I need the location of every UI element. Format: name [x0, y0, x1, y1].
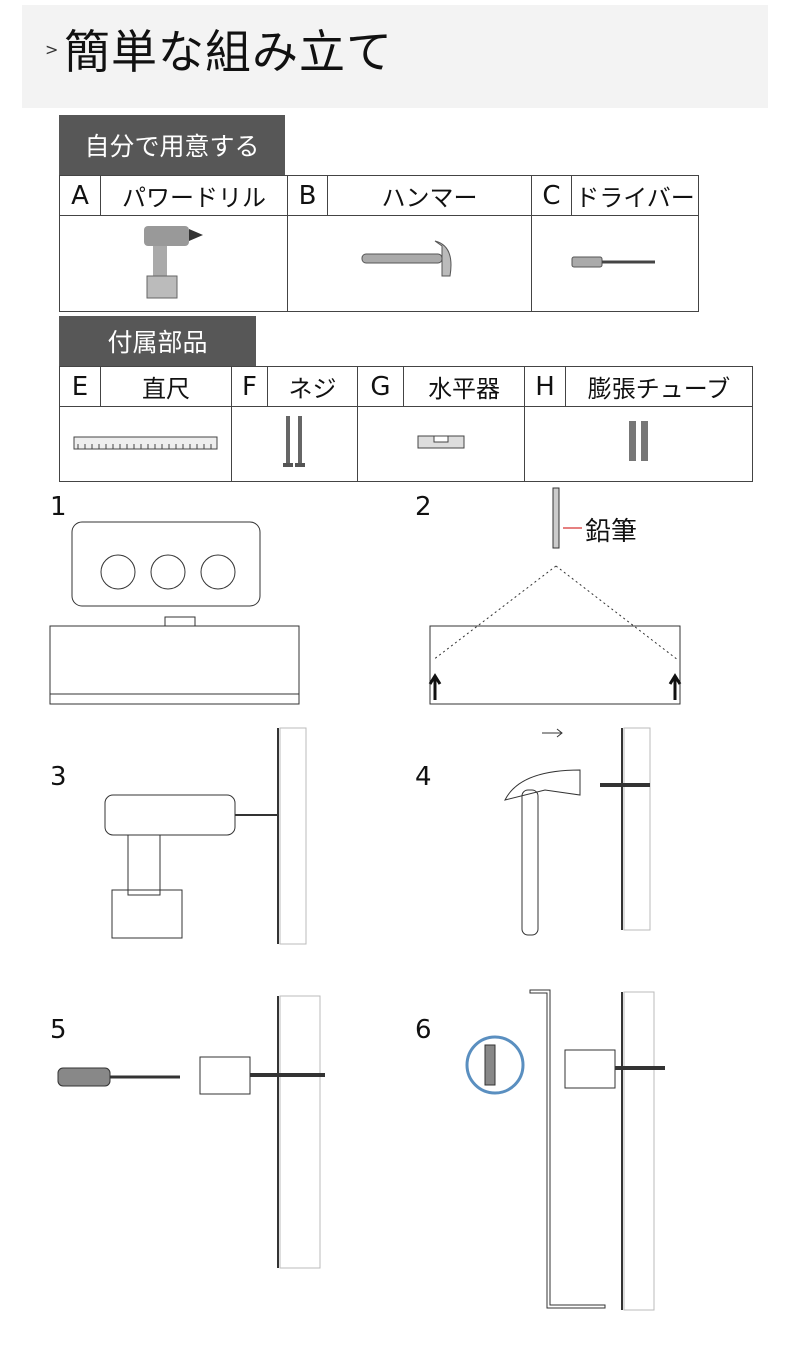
step-number: 2 [415, 492, 432, 522]
step-number: 6 [415, 1015, 432, 1045]
step3-drill-wall [104, 727, 307, 945]
tool-letter: A [59, 175, 101, 216]
step1-shelf-level [49, 521, 300, 705]
chevron-icon: > [45, 40, 59, 59]
hammer-icon [287, 215, 532, 312]
parts-label: 付属部品 [59, 316, 256, 366]
tool-name: ハンマー [327, 175, 532, 216]
step-number: 1 [50, 492, 67, 522]
tool-name: パワードリル [100, 175, 288, 216]
screwdriver-icon [531, 215, 699, 312]
part-name: 直尺 [100, 366, 232, 407]
tools-table: A パワードリル B ハンマー C ドライバー [59, 175, 699, 312]
part-letter: G [357, 366, 404, 407]
step-number: 4 [415, 762, 432, 792]
step-number: 5 [50, 1015, 67, 1045]
level-icon [357, 406, 525, 482]
power-drill-icon [59, 215, 288, 312]
step4-hammer-anchor [504, 727, 651, 936]
tool-letter: B [287, 175, 328, 216]
tools-label: 自分で用意する [59, 115, 285, 175]
part-letter: H [524, 366, 566, 407]
part-letter: E [59, 366, 101, 407]
ruler-icon [59, 406, 232, 482]
step2-pencil-marking [428, 487, 682, 705]
header-band [22, 5, 768, 108]
step-number: 3 [50, 762, 67, 792]
part-name: 膨張チューブ [565, 366, 753, 407]
parts-table: E 直尺 F ネジ G 水平器 H 膨張チューブ [59, 366, 753, 482]
part-name: ネジ [267, 366, 358, 407]
step6-hex-key-mount [465, 989, 665, 1311]
pencil-label: 鉛筆 [585, 517, 638, 547]
tool-name: ドライバー [571, 175, 699, 216]
anchors-icon [524, 406, 753, 482]
step5-screwdriver-screw [57, 995, 325, 1269]
page-title: 簡単な組み立て [64, 25, 393, 79]
